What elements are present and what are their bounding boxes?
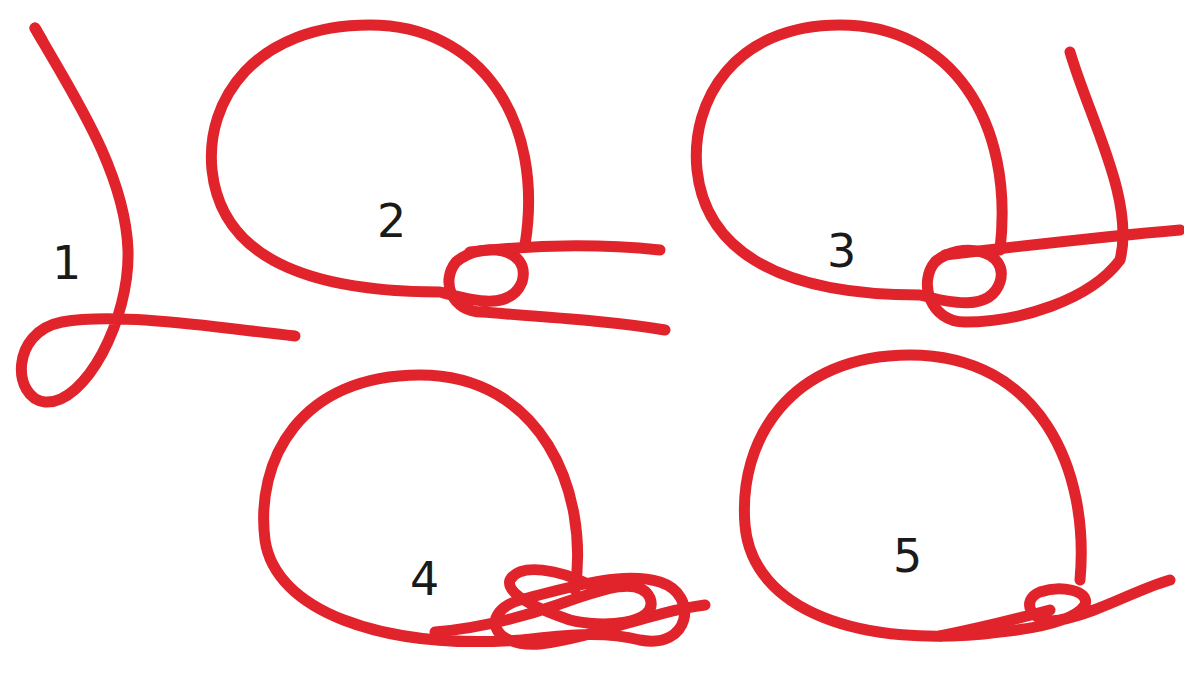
callout-number: 3 xyxy=(827,228,856,274)
rope-step-2-tail xyxy=(470,246,660,252)
rope-step-1-end xyxy=(35,28,42,40)
rope-step-4-knot xyxy=(435,570,651,632)
rope-step-3 xyxy=(696,25,1123,322)
rope-step-5 xyxy=(744,355,1170,636)
rope-step-2 xyxy=(211,25,665,330)
rope-step-3-tail xyxy=(945,230,1180,255)
rope-step-4 xyxy=(264,375,705,644)
callout-number: 2 xyxy=(377,198,406,244)
callout-number: 4 xyxy=(410,556,439,602)
callout-number: 1 xyxy=(52,240,81,286)
rope-step-5-tail xyxy=(940,610,1050,636)
rope-step-1 xyxy=(21,28,295,402)
callout-number: 5 xyxy=(893,533,922,579)
